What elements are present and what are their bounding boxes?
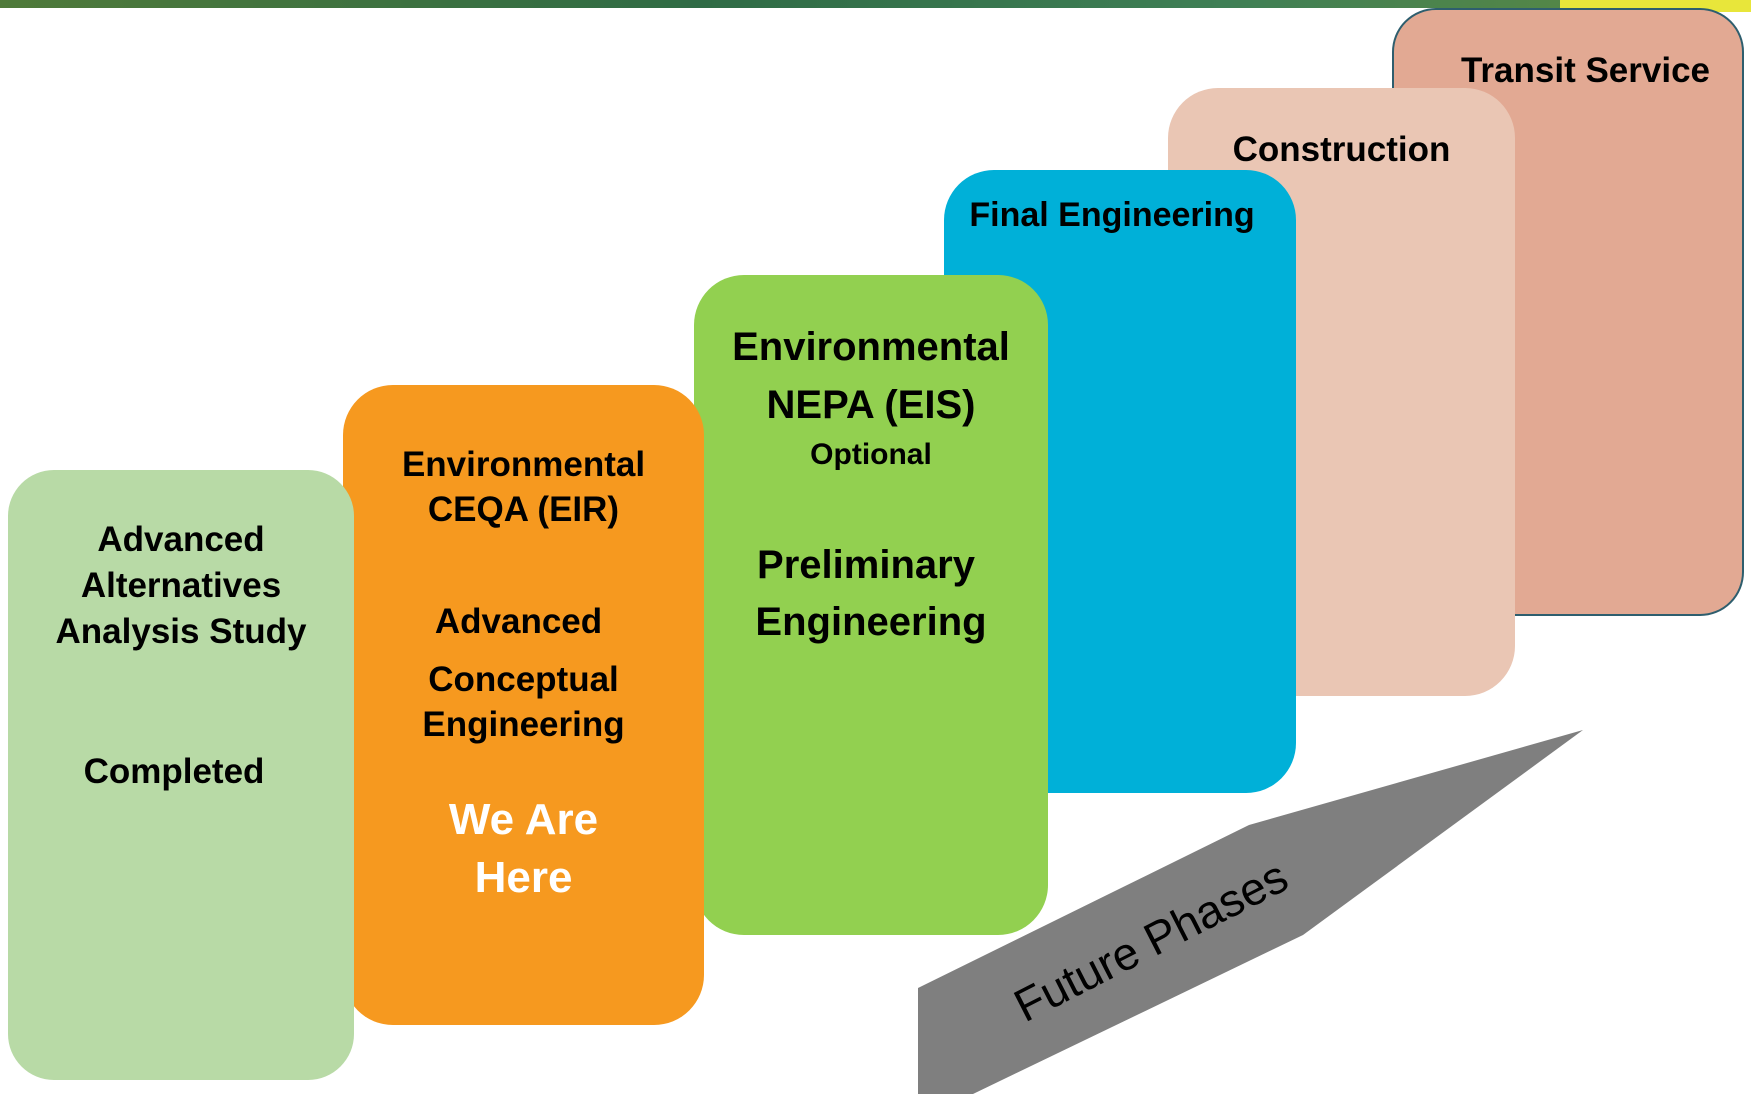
current-phase-marker: We Are xyxy=(448,795,599,844)
phase-note: Optional xyxy=(810,438,932,471)
phase-title-line: Environmental xyxy=(732,325,1010,369)
phase-subtitle-line: Advanced xyxy=(434,602,603,641)
phase-title-line: NEPA (EIS) xyxy=(766,383,976,427)
phase-title: Final Engineering xyxy=(969,196,1255,234)
arrow-shape xyxy=(918,730,1583,1094)
top-banner xyxy=(0,0,1751,8)
phase-ceqa: Environmental CEQA (EIR) Advanced Concep… xyxy=(343,385,704,1025)
phase-title: Construction xyxy=(1232,130,1451,169)
phase-subtitle-line: Preliminary xyxy=(757,543,975,587)
phase-title-line: Advanced xyxy=(97,520,265,559)
phase-subtitle-line: Engineering xyxy=(422,705,625,744)
phase-status: Completed xyxy=(83,752,265,791)
phase-alternatives-analysis: Advanced Alternatives Analysis Study Com… xyxy=(8,470,354,1080)
current-phase-marker: Here xyxy=(474,853,573,902)
phase-title-line: Environmental xyxy=(401,445,646,484)
phase-title: Transit Service xyxy=(1460,51,1711,90)
phase-subtitle-line: Engineering xyxy=(755,600,987,644)
phase-subtitle-line: Conceptual xyxy=(428,660,619,699)
phase-title-line: Alternatives xyxy=(80,566,282,605)
phase-title-line: CEQA (EIR) xyxy=(427,490,620,529)
phase-title-line: Analysis Study xyxy=(55,612,307,651)
phase-nepa: Environmental NEPA (EIS) Optional Prelim… xyxy=(694,275,1048,935)
